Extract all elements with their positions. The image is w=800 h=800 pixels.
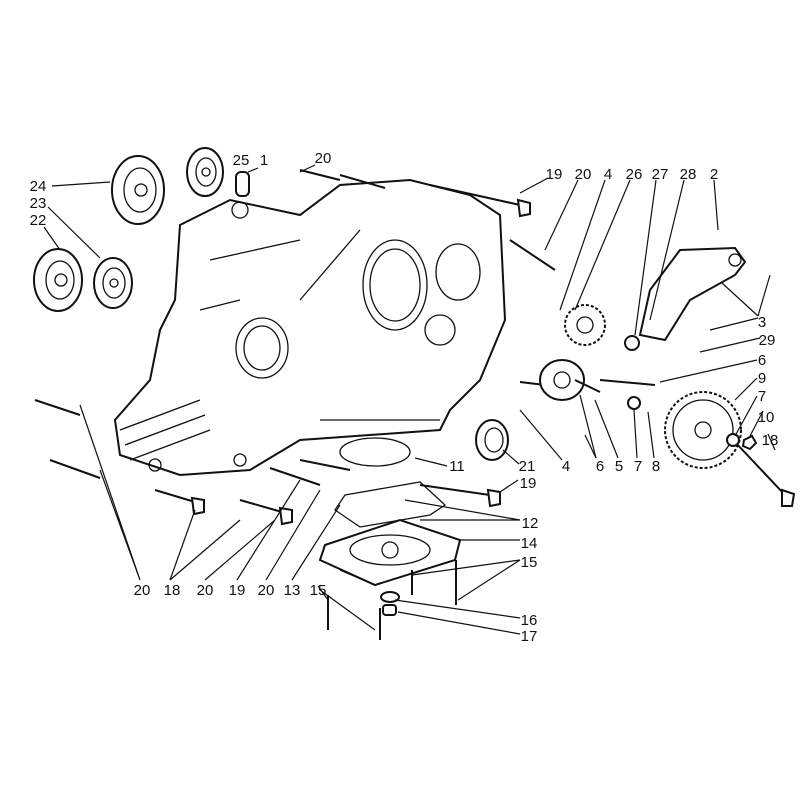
callout-6: 6 [596, 458, 604, 475]
callout-15: 15 [310, 582, 327, 599]
washer-16-drain-17 [380, 591, 400, 616]
callout-19: 19 [229, 582, 246, 599]
bolts-15 [327, 560, 457, 640]
callout-16: 16 [521, 612, 538, 629]
callout-27: 27 [652, 166, 669, 183]
seal-21 [475, 419, 509, 461]
callout-7: 7 [758, 388, 766, 405]
callout-6: 6 [758, 352, 766, 369]
callout-17: 17 [521, 628, 538, 645]
callout-2: 2 [710, 166, 718, 183]
callout-21: 21 [519, 458, 536, 475]
callout-3: 3 [758, 314, 766, 331]
bolts [34, 169, 796, 526]
bearing-24 [111, 155, 165, 225]
callout-4: 4 [562, 458, 570, 475]
bearing-22 [33, 248, 83, 312]
callout-20: 20 [134, 582, 151, 599]
callout-25: 25 [233, 152, 250, 169]
cover-plate-2 [638, 246, 747, 342]
callout-23: 23 [30, 195, 47, 212]
callout-8: 8 [652, 458, 660, 475]
oil-pan [318, 518, 462, 587]
callout-10: 10 [758, 409, 775, 426]
callout-22: 22 [30, 212, 47, 229]
gasket-13 [334, 481, 447, 528]
callout-20: 20 [315, 150, 332, 167]
callout-15: 15 [521, 554, 538, 571]
callout-14: 14 [521, 535, 538, 552]
callout-19: 19 [520, 475, 537, 492]
oil-pump-5 [539, 359, 601, 401]
callout-9: 9 [758, 370, 766, 387]
callout-29: 29 [759, 332, 776, 349]
callout-11: 11 [449, 458, 465, 475]
crankcase [113, 178, 507, 477]
callout-19: 19 [546, 166, 563, 183]
bearing-25 [186, 147, 224, 197]
callout-7: 7 [634, 458, 642, 475]
gear-26 [564, 304, 606, 346]
callout-20: 20 [575, 166, 592, 183]
callout-12: 12 [522, 515, 539, 532]
gear-9 [664, 391, 742, 469]
callout-5: 5 [615, 458, 623, 475]
callout-4: 4 [604, 166, 612, 183]
callout-18: 18 [164, 582, 181, 599]
o-ring-11 [339, 437, 411, 467]
bearing-23 [93, 257, 133, 309]
callout-24: 24 [30, 178, 47, 195]
callout-20: 20 [197, 582, 214, 599]
dowel-pin-1 [235, 171, 250, 197]
leader-lines [43, 164, 776, 635]
callout-26: 26 [626, 166, 643, 183]
callout-1: 1 [260, 152, 268, 169]
callout-18: 18 [762, 432, 779, 449]
nut-10 [741, 434, 758, 451]
callout-28: 28 [680, 166, 697, 183]
washer-28 [624, 335, 640, 351]
callout-13: 13 [284, 582, 301, 599]
callout-20: 20 [258, 582, 275, 599]
washer-7 [627, 396, 740, 447]
